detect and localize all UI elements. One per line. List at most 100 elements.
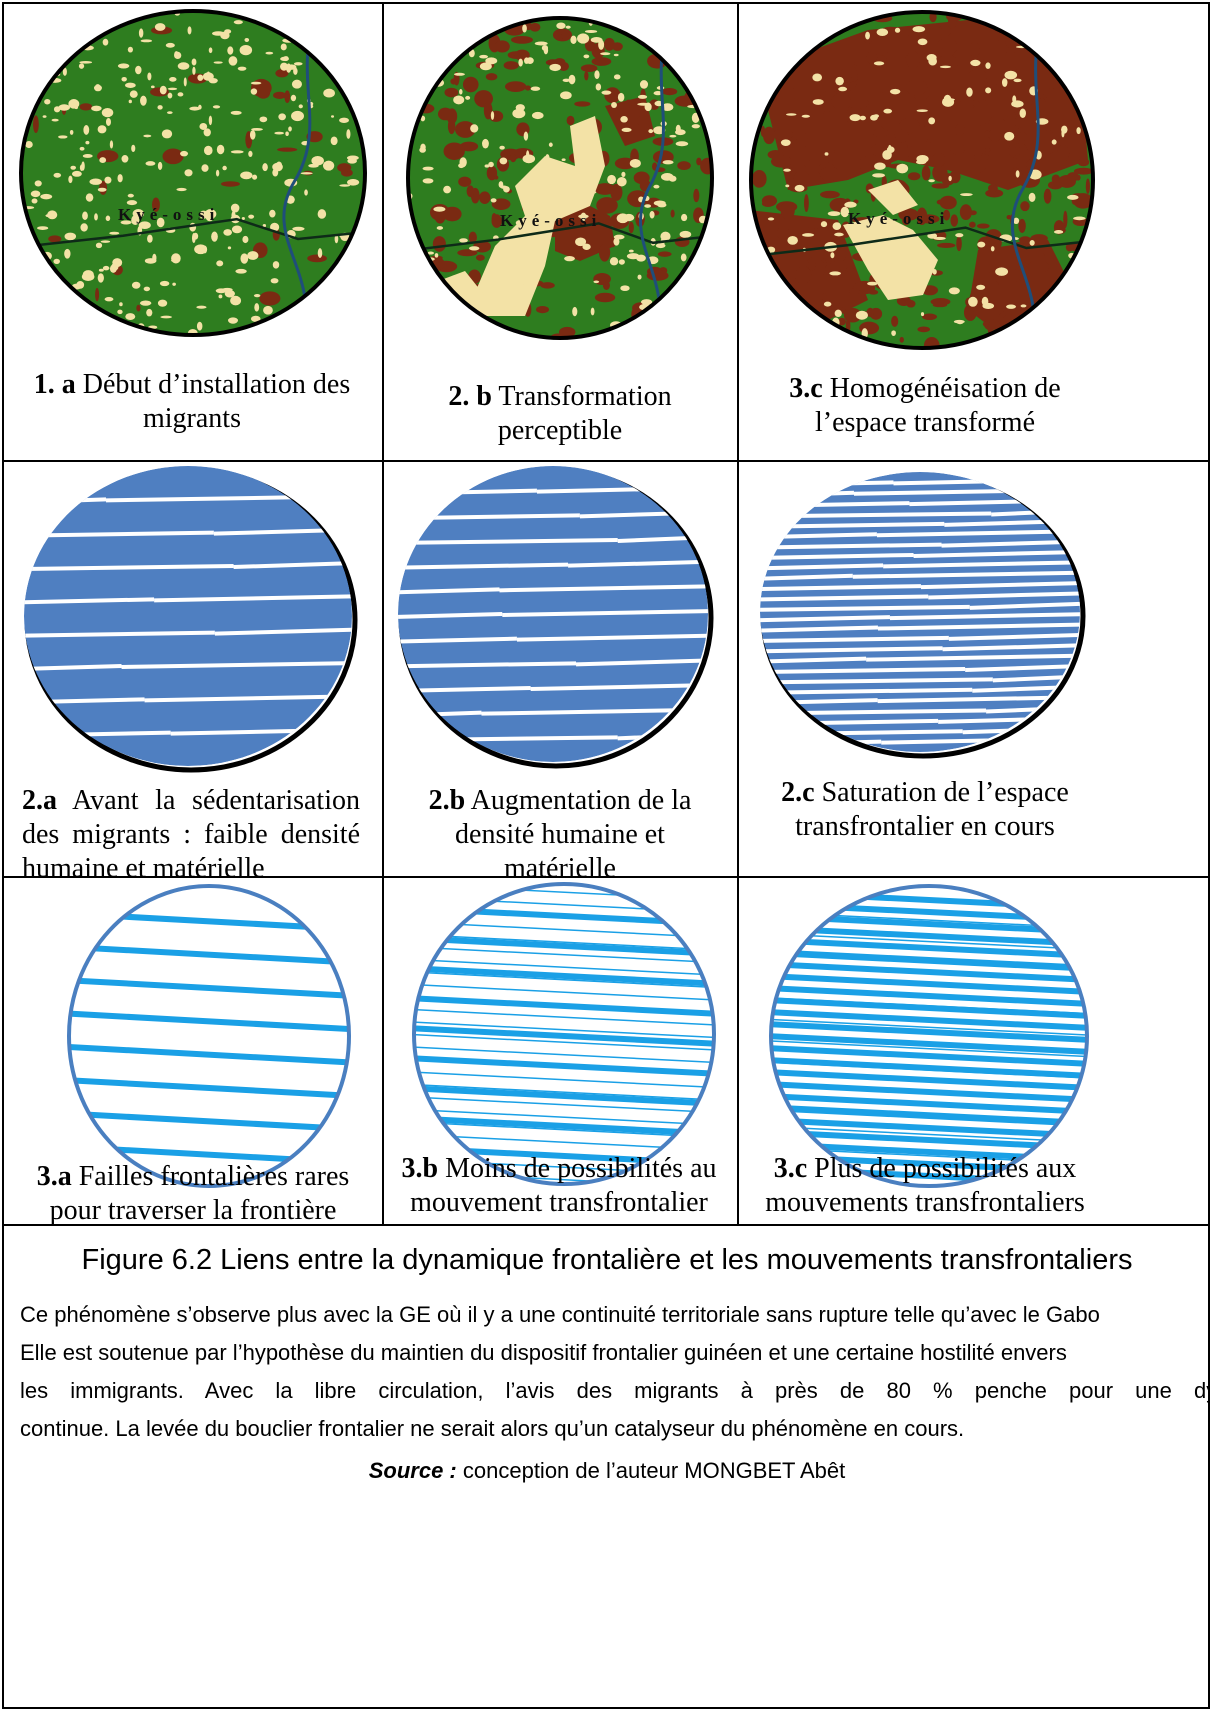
settlement-patch bbox=[538, 177, 550, 184]
settlement-patch bbox=[453, 95, 465, 105]
settlement-patch bbox=[890, 88, 901, 95]
settlement-patch bbox=[215, 169, 220, 177]
cleared-patch bbox=[1057, 144, 1070, 162]
settlement-patch bbox=[244, 37, 250, 43]
settlement-patch bbox=[285, 131, 289, 136]
settlement-patch bbox=[291, 110, 304, 122]
settlement-patch bbox=[184, 169, 193, 177]
cleared-patch bbox=[875, 50, 888, 56]
density-line bbox=[530, 683, 708, 691]
settlement-patch bbox=[501, 311, 507, 316]
settlement-patch bbox=[855, 310, 868, 320]
cleared-patch bbox=[859, 155, 868, 174]
settlement-patch bbox=[97, 187, 107, 192]
settlement-patch bbox=[131, 144, 136, 153]
settlement-patch bbox=[932, 269, 937, 275]
settlement-patch bbox=[272, 261, 280, 269]
settlement-patch bbox=[317, 209, 327, 219]
settlement-patch bbox=[262, 163, 268, 172]
cleared-patch bbox=[985, 189, 1004, 198]
settlement-patch bbox=[79, 61, 93, 64]
settlement-patch bbox=[79, 146, 85, 151]
settlement-patch bbox=[767, 217, 775, 221]
settlement-patch bbox=[91, 105, 102, 112]
paragraph-line: continue. La levée du bouclier frontalie… bbox=[20, 1416, 965, 1441]
corridor-line bbox=[69, 1043, 349, 1066]
settlement-patch bbox=[68, 99, 80, 109]
settlement-patch bbox=[51, 118, 59, 122]
settlement-patch bbox=[905, 197, 912, 208]
cleared-patch bbox=[275, 69, 289, 78]
settlement-patch bbox=[888, 144, 892, 153]
settlement-patch bbox=[530, 86, 541, 91]
settlement-patch bbox=[824, 152, 829, 156]
cleared-patch bbox=[931, 183, 949, 189]
cleared-patch bbox=[807, 226, 816, 235]
place-label: Kyé-ossi bbox=[500, 211, 601, 230]
settlement-patch bbox=[835, 76, 844, 86]
settlement-patch bbox=[590, 307, 595, 316]
settlement-patch bbox=[64, 248, 71, 259]
settlement-patch bbox=[616, 213, 629, 224]
cleared-patch bbox=[1063, 210, 1068, 229]
settlement-patch bbox=[679, 230, 692, 238]
cleared-patch bbox=[1077, 158, 1090, 167]
corridor-line bbox=[414, 958, 714, 976]
river bbox=[282, 11, 321, 335]
corridor-line bbox=[69, 943, 349, 966]
settlement-patch bbox=[1011, 100, 1024, 108]
settlement-patch bbox=[649, 211, 655, 219]
cleared-patch bbox=[837, 247, 847, 261]
cleared-patch bbox=[896, 295, 911, 307]
settlement-patch bbox=[593, 280, 600, 284]
settlement-patch bbox=[420, 115, 426, 122]
settlement-patch bbox=[53, 172, 62, 178]
settlement-patch bbox=[240, 253, 249, 264]
cleared-patch bbox=[926, 26, 944, 37]
settlement-patch bbox=[894, 27, 901, 33]
density-line bbox=[941, 539, 1080, 548]
cleared-patch bbox=[1015, 280, 1027, 288]
settlement-patch bbox=[823, 301, 832, 307]
settlement-patch bbox=[616, 176, 627, 187]
settlement-patch bbox=[34, 180, 42, 187]
settlement-patch bbox=[120, 220, 132, 225]
settlement-patch bbox=[69, 129, 74, 135]
settlement-patch bbox=[960, 193, 973, 196]
settlement-patch bbox=[147, 72, 152, 81]
settlement-patch bbox=[208, 115, 213, 126]
settlement-patch bbox=[126, 200, 138, 206]
settlement-patch bbox=[834, 309, 842, 318]
settlement-patch bbox=[556, 22, 566, 30]
cleared-patch bbox=[657, 251, 672, 257]
settlement-patch bbox=[840, 206, 850, 218]
settlement-patch bbox=[82, 270, 94, 279]
figure-title: Figure 6.2 Liens entre la dynamique fron… bbox=[81, 1244, 1133, 1276]
settlement-patch bbox=[68, 175, 73, 184]
cleared-patch bbox=[693, 188, 700, 203]
settlement-patch bbox=[873, 114, 880, 118]
cleared-patch bbox=[444, 87, 459, 98]
cleared-patch bbox=[932, 302, 948, 308]
cleared-patch bbox=[584, 71, 589, 81]
cleared-patch bbox=[969, 210, 977, 216]
corridor-line bbox=[771, 997, 1087, 1015]
settlement-patch bbox=[237, 66, 247, 71]
settlement-patch bbox=[575, 237, 587, 247]
settlement-patch bbox=[582, 243, 591, 250]
density-line bbox=[575, 658, 708, 667]
cleared-patch bbox=[773, 128, 794, 141]
cleared-patch bbox=[837, 317, 847, 326]
settlement-patch bbox=[160, 315, 173, 319]
cleared-patch bbox=[503, 61, 519, 70]
settlement-patch bbox=[40, 193, 53, 200]
settlement-patch bbox=[304, 189, 308, 196]
border-line bbox=[21, 217, 365, 249]
settlement-patch bbox=[300, 172, 313, 175]
cleared-patch bbox=[625, 99, 632, 109]
cleared-patch bbox=[1006, 214, 1012, 220]
settlement-patch bbox=[1061, 125, 1068, 134]
settlement-patch bbox=[872, 173, 885, 178]
settlement-patch bbox=[572, 306, 578, 317]
corridor-line bbox=[771, 925, 1087, 947]
